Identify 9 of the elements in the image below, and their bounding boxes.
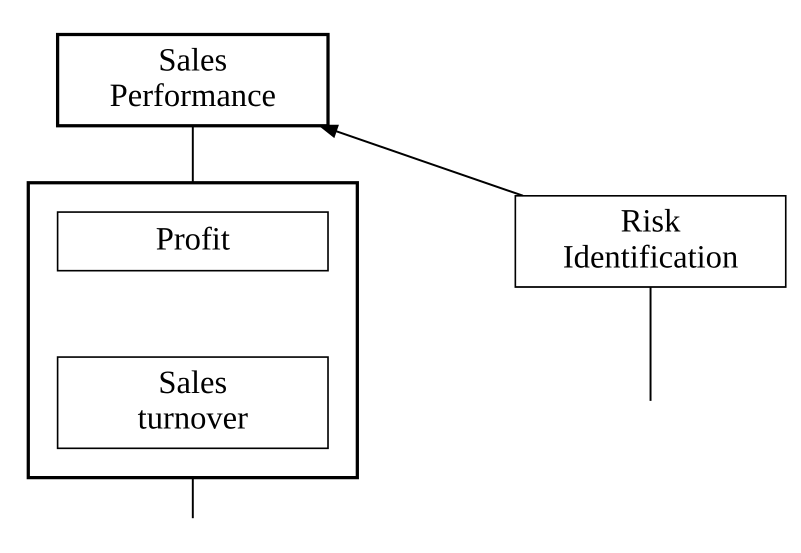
connector xyxy=(192,477,194,518)
arrow xyxy=(318,124,524,196)
cluster xyxy=(26,180,359,479)
connector xyxy=(192,125,194,182)
connector xyxy=(650,286,652,400)
node-box: Profit xyxy=(56,210,329,272)
node-box: Sales Performance xyxy=(56,32,330,127)
node-box: Sales turnover xyxy=(56,356,329,449)
node-box: Risk Identification xyxy=(514,194,787,288)
